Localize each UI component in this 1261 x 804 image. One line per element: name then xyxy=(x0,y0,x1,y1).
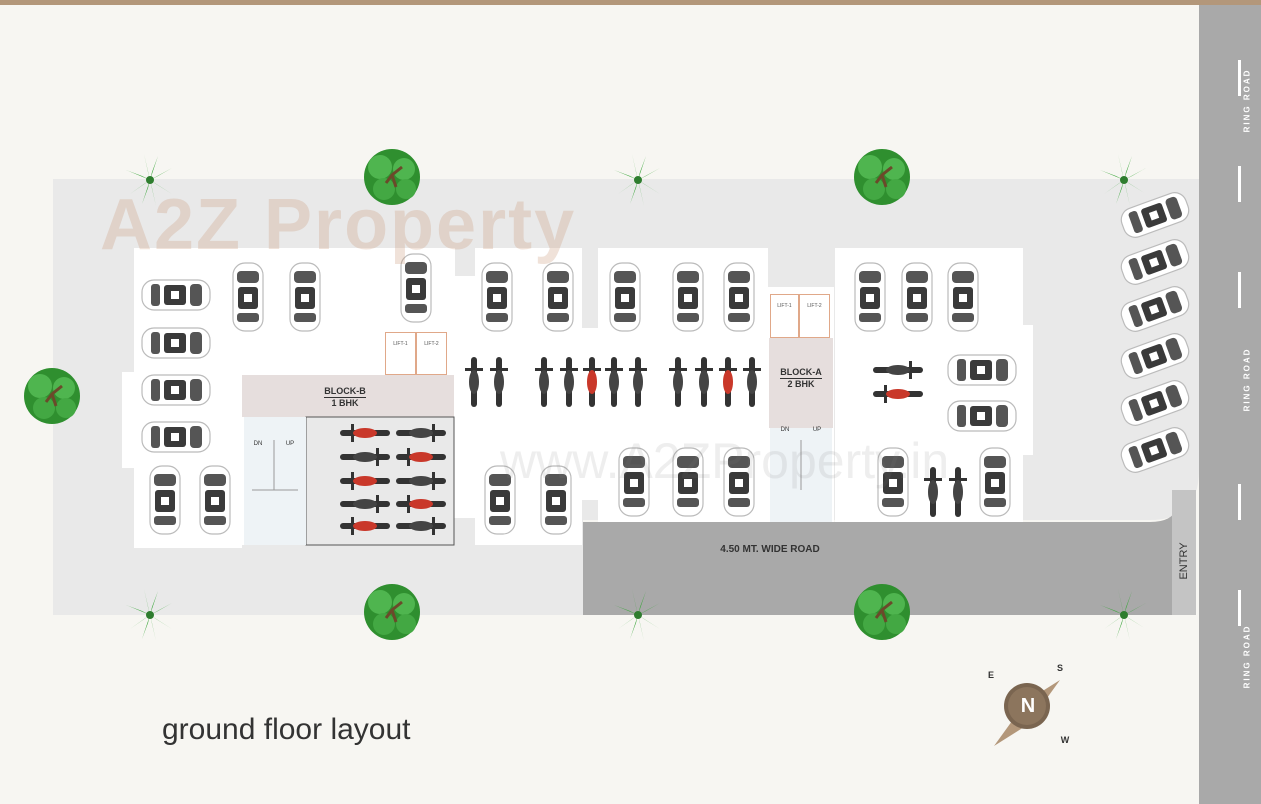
road-dash xyxy=(1238,166,1241,202)
stair-b-up: UP xyxy=(285,441,295,447)
compass-south: S xyxy=(1056,663,1063,673)
block-b-lobby xyxy=(242,375,454,417)
road-dash xyxy=(1238,272,1241,308)
entry-gate xyxy=(1172,490,1196,615)
block-a-lobby xyxy=(769,338,833,428)
block-a-name: BLOCK-A xyxy=(780,367,822,379)
compass-east: E xyxy=(987,670,994,680)
lift-2-b: LIFT-2 xyxy=(416,332,447,375)
stair-b-dn: DN xyxy=(253,441,263,447)
road-dash xyxy=(1238,484,1241,520)
road-dash xyxy=(1238,590,1241,626)
block-b-label: BLOCK-B 1 BHK xyxy=(300,386,390,408)
block-b-type: 1 BHK xyxy=(331,398,359,408)
staircase-b xyxy=(244,417,306,545)
lift-2-a: LIFT-2 xyxy=(799,294,830,338)
page-title: ground floor layout xyxy=(162,713,411,746)
block-b-name: BLOCK-B xyxy=(324,386,366,398)
compass-icon xyxy=(994,680,1060,746)
road-dash xyxy=(1238,60,1241,96)
compass-west: W xyxy=(1060,735,1070,745)
block-a-type: 2 BHK xyxy=(787,379,815,389)
lift-1-b: LIFT-1 xyxy=(385,332,416,375)
internal-road-label: 4.50 MT. WIDE ROAD xyxy=(720,544,820,555)
stair-a-up: UP xyxy=(812,427,822,433)
lift-1-a: LIFT-1 xyxy=(770,294,799,338)
stair-a-dn: DN xyxy=(780,427,790,433)
top-border xyxy=(0,0,1261,5)
entry-label: ENTRY xyxy=(1178,542,1190,580)
internal-road xyxy=(583,500,1178,615)
block-a-label: BLOCK-A 2 BHK xyxy=(770,367,832,389)
logo-watermark: A2Z Property xyxy=(100,185,577,265)
ring-road xyxy=(1199,5,1261,804)
compass-north: N xyxy=(1020,695,1036,717)
site-watermark: www.A2ZProperty.in xyxy=(500,433,950,489)
